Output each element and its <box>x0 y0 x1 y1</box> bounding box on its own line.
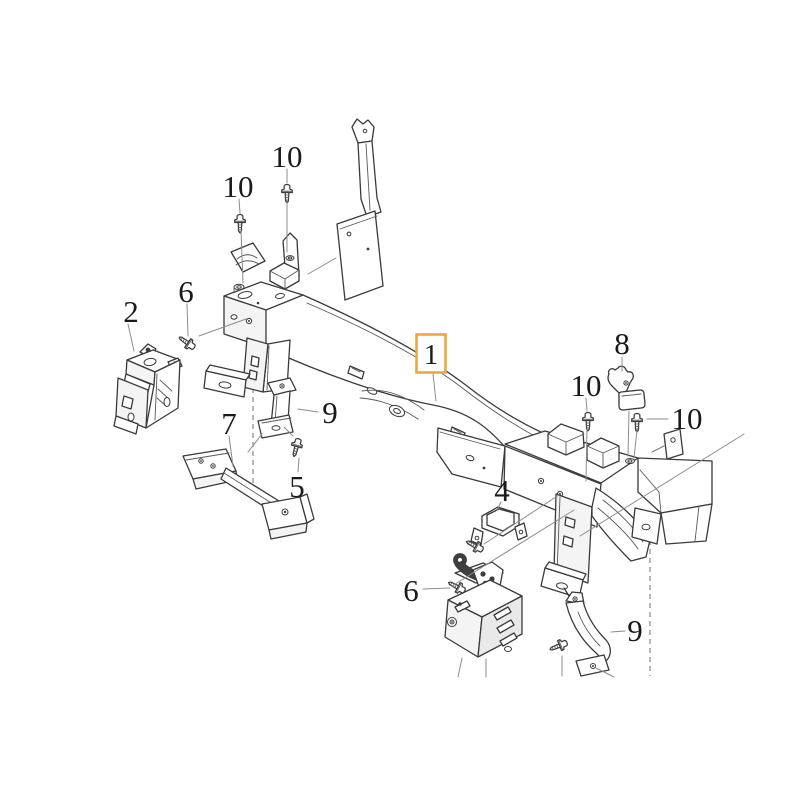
part-u-bracket[interactable] <box>470 506 528 546</box>
part-support-bracket-7[interactable] <box>182 448 315 540</box>
part-deflector-plate[interactable] <box>336 118 384 301</box>
callout-9-left[interactable]: 9 <box>322 395 338 430</box>
callout-7[interactable]: 7 <box>221 406 237 441</box>
callout-10-d[interactable]: 10 <box>672 401 703 436</box>
callout-6-lower[interactable]: 6 <box>403 573 419 608</box>
callout-5[interactable]: 5 <box>289 469 305 504</box>
part-side-bracket-left[interactable] <box>113 343 183 435</box>
part-mount-block[interactable] <box>444 553 523 658</box>
callout-1-selected[interactable]: 1 <box>415 333 447 374</box>
callout-10-c[interactable]: 10 <box>571 368 602 403</box>
callout-6-upper[interactable]: 6 <box>178 274 194 309</box>
part-hook-bracket[interactable] <box>607 365 646 411</box>
callout-1-label: 1 <box>424 339 439 371</box>
part-crossmember[interactable] <box>203 232 713 599</box>
callouts: 1 2 4 5 6 6 7 8 9 9 10 10 10 10 <box>123 139 702 648</box>
callout-10-b[interactable]: 10 <box>272 139 303 174</box>
callout-9-right[interactable]: 9 <box>627 613 643 648</box>
callout-8[interactable]: 8 <box>614 326 630 361</box>
callout-10-a[interactable]: 10 <box>223 169 254 204</box>
leader-lines <box>127 168 745 678</box>
part-strap-bracket-left[interactable] <box>257 377 297 439</box>
selected-callout-box <box>415 333 447 374</box>
callout-2[interactable]: 2 <box>123 294 139 329</box>
callout-4[interactable]: 4 <box>494 473 510 508</box>
